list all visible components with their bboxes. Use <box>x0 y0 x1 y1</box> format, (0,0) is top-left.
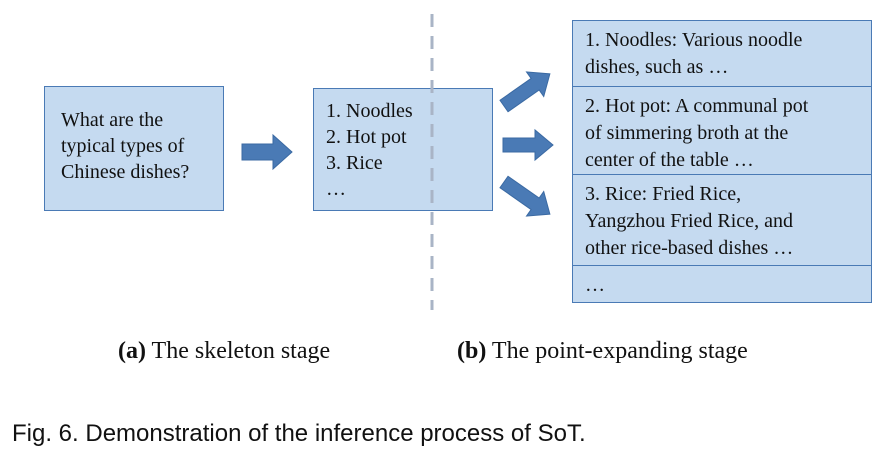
expanded-line: 3. Rice: Fried Rice, <box>585 183 742 205</box>
expanded-point-hot-pot: 2. Hot pot: A communal pot of simmering … <box>572 86 872 176</box>
expanded-line: dishes, such as … <box>585 56 729 78</box>
expanded-ellipsis: … <box>572 265 872 303</box>
expanded-line: other rice-based dishes … <box>585 237 794 259</box>
skeleton-point-hot-pot: 2. Hot pot <box>326 126 407 148</box>
arrow-right-icon <box>241 133 293 171</box>
expanded-line: center of the table … <box>585 149 754 171</box>
question-line: typical types of <box>61 135 185 157</box>
caption-text: The skeleton stage <box>145 338 331 364</box>
skeleton-box: 1. Noodles 2. Hot pot 3. Rice … <box>313 88 493 211</box>
arrow-up-right-icon <box>499 71 551 113</box>
arrow-down-right-icon <box>499 175 551 217</box>
skeleton-ellipsis: … <box>326 178 346 200</box>
expanded-line: of simmering broth at the <box>585 122 789 144</box>
expanded-line: … <box>585 274 605 296</box>
expanded-line: Yangzhou Fried Rice, and <box>585 210 793 232</box>
expanded-line: 2. Hot pot: A communal pot <box>585 95 809 117</box>
question-line: What are the <box>61 109 164 131</box>
expanded-point-rice: 3. Rice: Fried Rice, Yangzhou Fried Rice… <box>572 174 872 267</box>
expanded-point-noodles: 1. Noodles: Various noodle dishes, such … <box>572 20 872 88</box>
caption-text: The point-expanding stage <box>486 338 748 364</box>
caption-tag: (b) <box>457 338 487 364</box>
expanded-line: 1. Noodles: Various noodle <box>585 29 803 51</box>
question-line: Chinese dishes? <box>61 161 190 183</box>
skeleton-point-noodles: 1. Noodles <box>326 100 413 122</box>
arrow-right-icon <box>502 128 554 162</box>
caption-tag: (a) <box>118 338 146 364</box>
caption-point-expanding-stage: (b) The point-expanding stage <box>457 338 748 365</box>
skeleton-point-rice: 3. Rice <box>326 152 383 174</box>
figure-caption: Fig. 6. Demonstration of the inference p… <box>12 420 586 447</box>
question-box: What are the typical types of Chinese di… <box>44 86 224 211</box>
caption-skeleton-stage: (a) The skeleton stage <box>118 338 330 365</box>
